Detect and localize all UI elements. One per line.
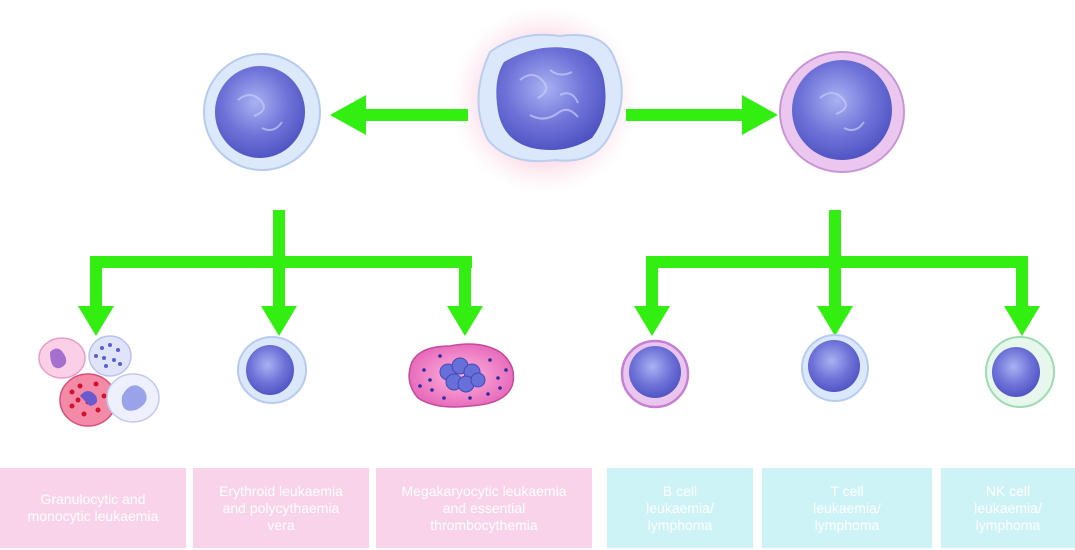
arrow-head-left bbox=[330, 95, 366, 135]
stem-cell-label: Pluripotent stem cell bbox=[481, 190, 609, 206]
label-t-cell: T cell leukaemia/ lymphoma bbox=[762, 468, 932, 548]
arrow-head-right bbox=[742, 95, 778, 135]
label-text: T cell leukaemia/ lymphoma bbox=[813, 482, 881, 533]
lymphoid-progenitor-cell bbox=[779, 51, 905, 173]
erythroid-cell bbox=[237, 336, 307, 404]
label-text: B cell leukaemia/ lymphoma bbox=[646, 482, 714, 533]
b-cell bbox=[620, 339, 690, 409]
label-granulocytic-monocytic: Granulocytic and monocytic leukaemia bbox=[0, 468, 186, 548]
stem-cell-nucleus bbox=[496, 47, 606, 151]
lymphoid-branch-arrows bbox=[634, 210, 1040, 336]
label-megakaryocytic: Megakaryocytic leukaemia and essential t… bbox=[376, 468, 592, 548]
label-nk-cell: NK cell leukaemia/ lymphoma bbox=[941, 468, 1075, 548]
label-b-cell: B cell leukaemia/ lymphoma bbox=[607, 468, 753, 548]
pluripotent-stem-cell bbox=[450, 5, 640, 195]
myeloid-branch-arrows bbox=[78, 210, 483, 336]
nk-cell bbox=[985, 336, 1055, 408]
t-cell bbox=[801, 334, 869, 402]
arrow-to-myeloid bbox=[360, 109, 468, 121]
granulocyte-monocyte-cells bbox=[38, 335, 160, 427]
label-text: Erythroid leukaemia and polycythaemia ve… bbox=[219, 482, 343, 533]
arrow-to-lymphoid bbox=[626, 109, 746, 121]
myeloid-progenitor-cell bbox=[203, 53, 321, 171]
label-erythroid: Erythroid leukaemia and polycythaemia ve… bbox=[193, 468, 369, 548]
megakaryocyte-cell bbox=[408, 343, 515, 408]
top-arrows bbox=[330, 95, 778, 135]
label-text: Megakaryocytic leukaemia and essential t… bbox=[401, 482, 567, 533]
label-text: NK cell leukaemia/ lymphoma bbox=[974, 482, 1042, 533]
label-text: Granulocytic and monocytic leukaemia bbox=[27, 491, 159, 524]
